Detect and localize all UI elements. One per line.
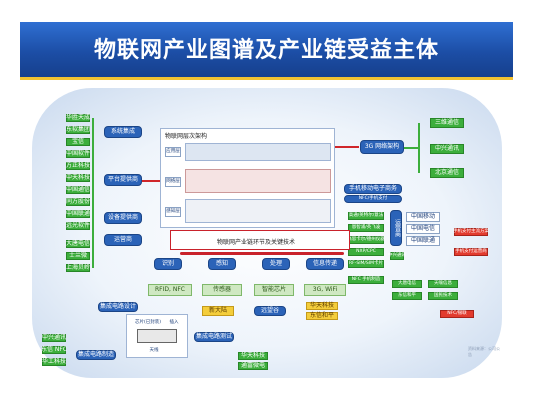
tech-item-3g: 3G, WiFi bbox=[304, 284, 346, 296]
source-note: 资料来源：公司公告 bbox=[468, 346, 500, 357]
mobile-payment-sub: NFC/手机支付 bbox=[344, 195, 402, 203]
tech-cat-transmit: 信息传递 bbox=[306, 258, 344, 270]
operator-2: 中国电信 bbox=[406, 224, 440, 234]
right-small-l3: 飞思卡尔/德州仪器 bbox=[347, 236, 385, 244]
section-operator: 运营商 bbox=[104, 234, 142, 246]
left-bottom-1: 中兴通讯 bbox=[42, 333, 67, 342]
left-bottom-2: 东信 NFC bbox=[40, 345, 68, 354]
ic-test: 集成电路测试 bbox=[194, 332, 234, 342]
mobile-payment-box: 手机移动电子商务 bbox=[344, 184, 402, 194]
arch-application-layer bbox=[185, 143, 331, 161]
left-lower-1: 大唐电信 bbox=[66, 239, 91, 248]
arch-label-perception: 感知层 bbox=[165, 207, 181, 217]
arrow-to-network bbox=[335, 146, 359, 148]
right-small-l6: NFC 手机制造 bbox=[348, 276, 384, 284]
right-red-1: 手机支付主流方案 bbox=[453, 228, 489, 236]
left-connector bbox=[92, 118, 94, 268]
arrow-to-left bbox=[142, 180, 160, 182]
company-4: 东信和平 bbox=[306, 312, 338, 320]
ic-antenna-label: 天线 bbox=[147, 347, 161, 354]
architecture-panel-title: 物联网层次架构 bbox=[165, 133, 208, 140]
company-1: 新大陆 bbox=[202, 306, 234, 316]
right-small-l2: 恩智浦/英飞凌 bbox=[348, 224, 384, 232]
right-small-l1: 高通/英特尔/意法 bbox=[348, 212, 384, 220]
right-small-r3: 东信和平 bbox=[392, 292, 422, 300]
left-company-5: 方正科技 bbox=[66, 161, 91, 170]
tech-panel: 物联网产业链环节及关键技术 bbox=[170, 230, 350, 250]
right-small-l5: RF-SIM/SIM卡片 bbox=[348, 260, 384, 268]
bottom-right-2: 通富微电 bbox=[238, 362, 268, 370]
left-company-9: 中国联通 bbox=[66, 209, 91, 218]
left-bottom-3: 华工科技 bbox=[42, 357, 67, 366]
architecture-panel: 物联网层次架构 应用层 网络层 感知层 bbox=[160, 128, 335, 228]
tech-cat-sense: 感知 bbox=[208, 258, 236, 270]
industry-map-diagram: 华胜天成 东软集团 宝信 中国软件 方正科技 中天科技 中国通信 同方股份 中国… bbox=[32, 88, 502, 378]
right-small-r1: 中兴通讯 bbox=[388, 252, 406, 260]
right-small-r2: 大唐电信 bbox=[392, 280, 422, 288]
right-top-3: 北京通信 bbox=[430, 168, 464, 178]
tech-cat-identify: 识别 bbox=[154, 258, 182, 270]
left-company-4: 中国软件 bbox=[66, 149, 91, 158]
ic-manufacture: 集成电路制造 bbox=[76, 350, 116, 360]
tech-item-rfid: RFID, NFC bbox=[148, 284, 192, 296]
right-small-l4: NXP/CPC bbox=[348, 248, 384, 256]
right-small-r4: 天喻信息 bbox=[428, 280, 458, 288]
tech-panel-title: 物联网产业链环节及关键技术 bbox=[217, 239, 296, 246]
left-company-10: 远光软件 bbox=[66, 221, 91, 230]
company-3: 华天科技 bbox=[306, 302, 338, 310]
ic-insert-label: 插入 bbox=[167, 319, 181, 326]
title-banner: 物联网产业图谱及产业链受益主体 bbox=[20, 22, 513, 80]
bottom-right-1: 华天科技 bbox=[238, 352, 268, 360]
left-company-6: 中天科技 bbox=[66, 173, 91, 182]
left-lower-2: 士兰微 bbox=[66, 252, 90, 260]
slide-title: 物联网产业图谱及产业链受益主体 bbox=[93, 38, 439, 63]
ic-chip-graphic bbox=[137, 329, 177, 343]
right-top-2: 中兴通讯 bbox=[430, 144, 464, 154]
network-hub: 3G 网络架构 bbox=[360, 140, 404, 154]
operator-3: 中国联通 bbox=[406, 236, 440, 246]
tech-band bbox=[180, 252, 344, 255]
left-lower-3: 上海贝岭 bbox=[66, 263, 91, 272]
ic-design: 集成电路设计 bbox=[98, 302, 138, 312]
ic-package-panel: 芯片(已封装) 天线 插入 bbox=[126, 314, 188, 358]
arch-perception-layer bbox=[185, 199, 331, 223]
right-red-3: NFC/银联 bbox=[440, 310, 474, 318]
tech-item-chip: 智能芯片 bbox=[254, 284, 294, 296]
right-red-2: 手机支付运营商 bbox=[454, 248, 488, 256]
right-top-connector bbox=[418, 123, 420, 173]
section-system-integration: 系统集成 bbox=[104, 126, 142, 138]
arch-label-application: 应用层 bbox=[165, 147, 181, 157]
left-company-2: 东软集团 bbox=[66, 125, 91, 134]
left-company-3: 宝信 bbox=[66, 138, 90, 146]
company-2: 远望谷 bbox=[254, 306, 286, 316]
left-company-7: 中国通信 bbox=[66, 185, 91, 194]
right-top-stub bbox=[404, 147, 418, 149]
tech-cat-process: 处理 bbox=[262, 258, 290, 270]
section-device-provider: 设备提供商 bbox=[104, 212, 142, 224]
tech-item-sensor: 传感器 bbox=[202, 284, 242, 296]
arch-label-network: 网络层 bbox=[165, 177, 181, 187]
ic-chip-label: 芯片(已封装) bbox=[135, 319, 162, 326]
left-company-1: 华胜天成 bbox=[66, 113, 91, 122]
right-top-1: 三维通信 bbox=[430, 118, 464, 128]
operator-1: 中国移动 bbox=[406, 212, 440, 222]
section-platform-provider: 平台提供商 bbox=[104, 174, 142, 186]
left-company-8: 同方股份 bbox=[66, 197, 91, 206]
operators-label: 运营商 bbox=[390, 210, 402, 246]
arch-network-layer bbox=[185, 169, 331, 193]
right-small-r5: 国民技术 bbox=[428, 292, 458, 300]
